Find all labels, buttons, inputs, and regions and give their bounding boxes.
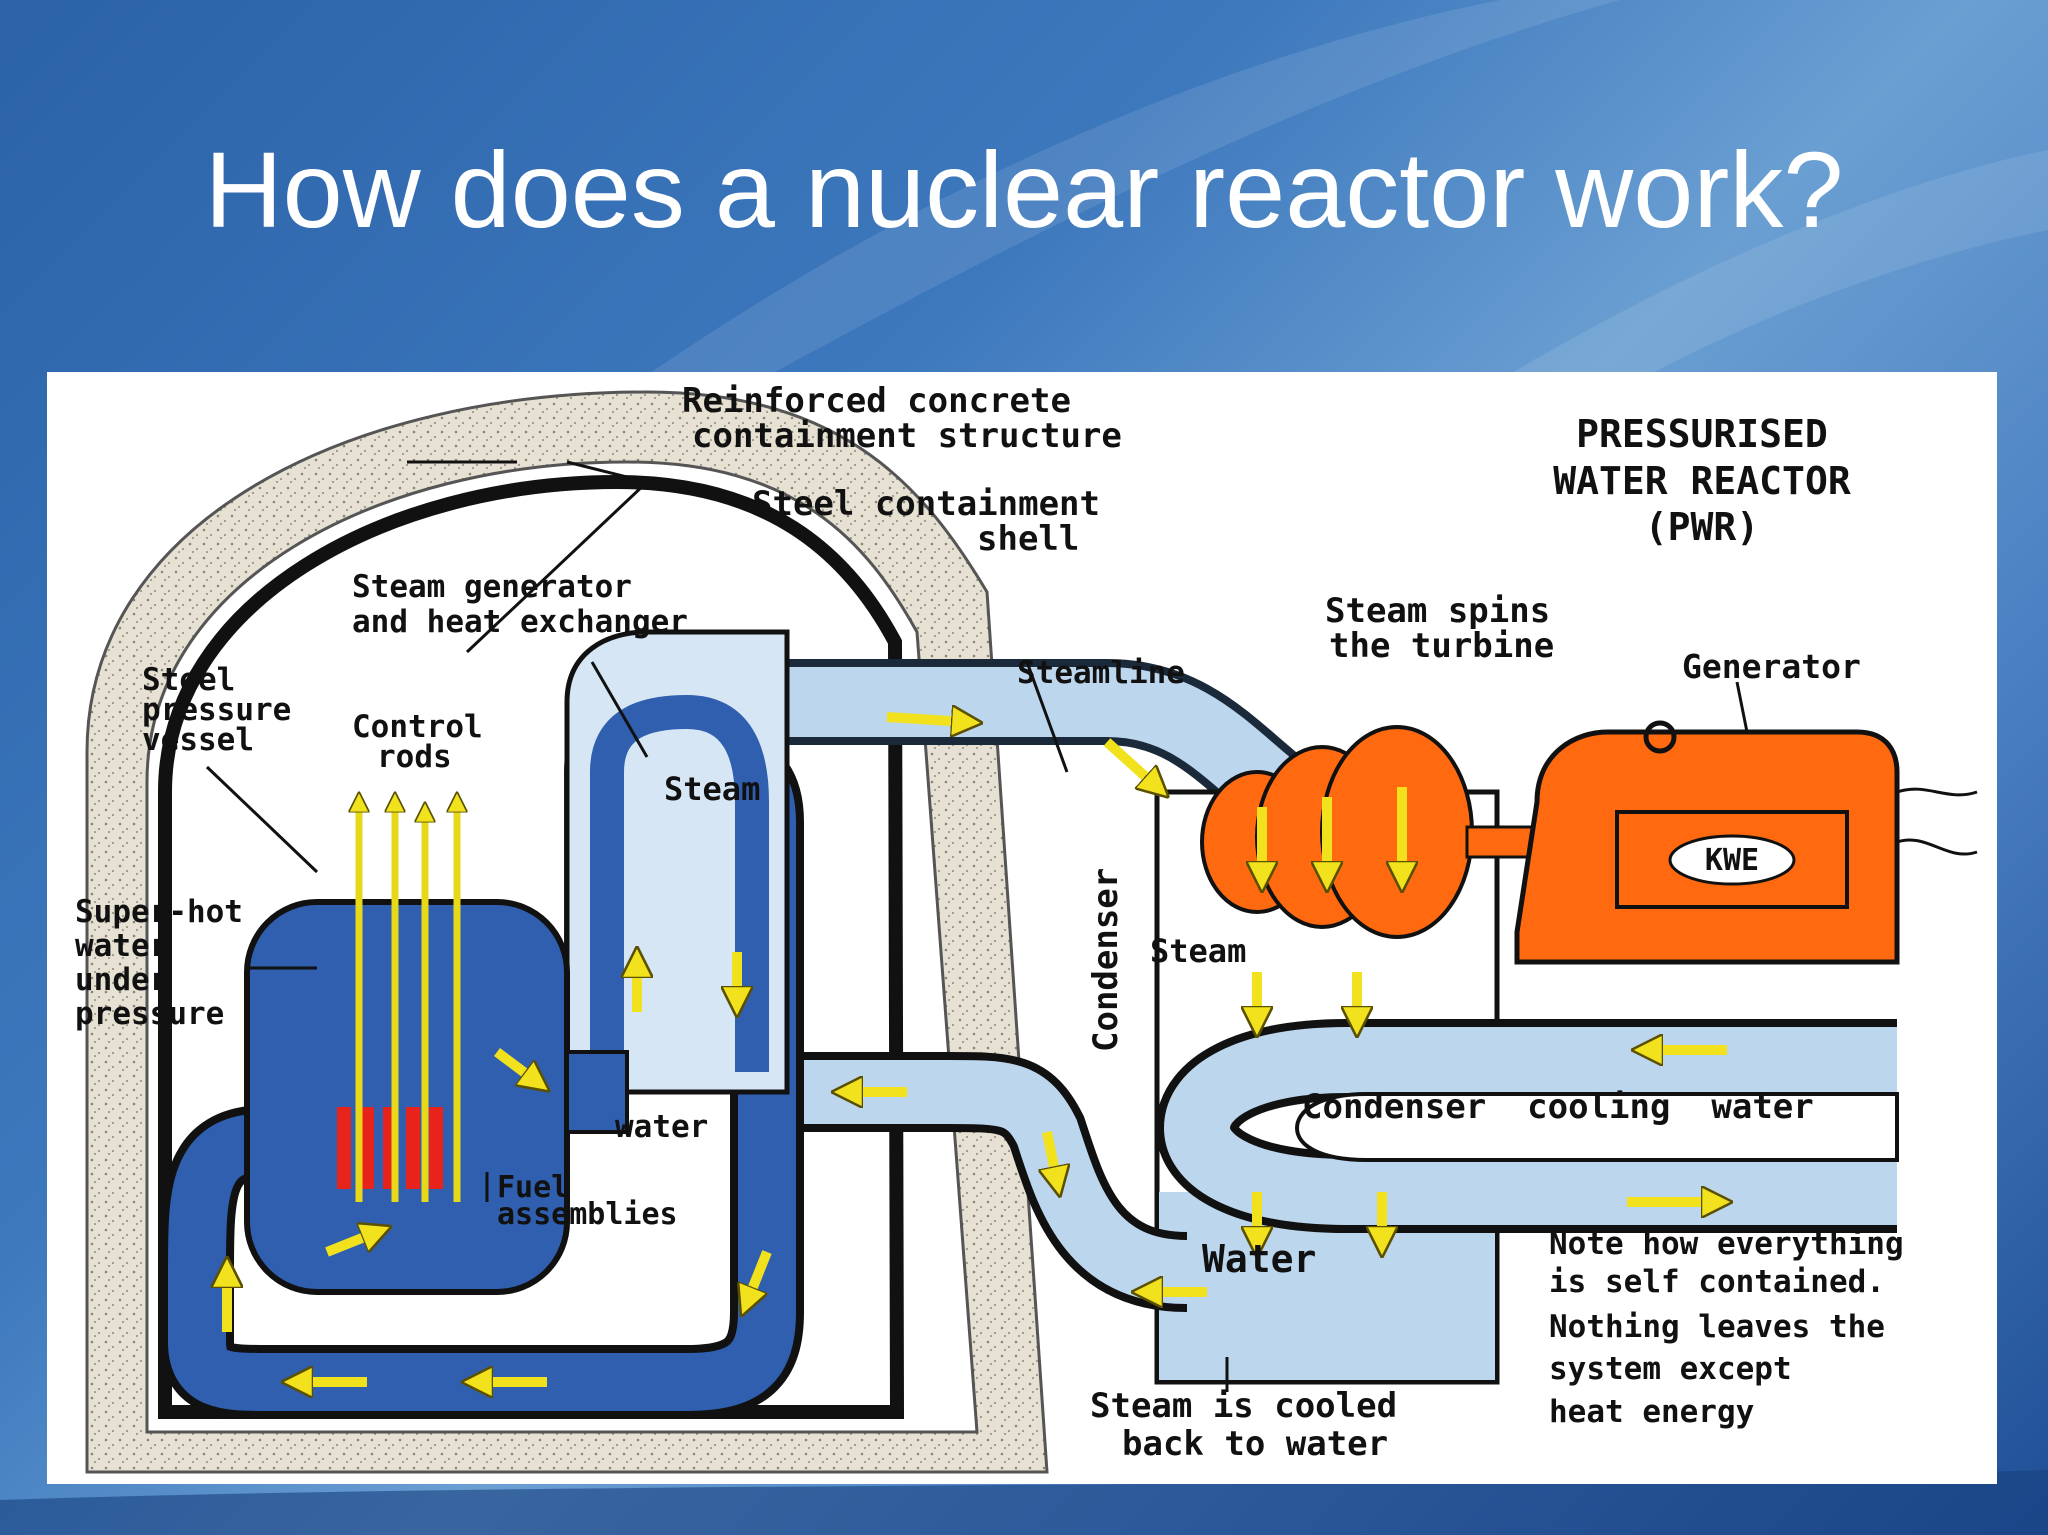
flow-arrows: [227, 717, 1727, 1382]
control-rods: [359, 802, 457, 1202]
fuel-assemblies: [337, 1107, 443, 1189]
label-water-loop: water: [615, 1109, 708, 1145]
slide-title: How does a nuclear reactor work?: [204, 129, 1844, 250]
note-line-1: Note how everything: [1549, 1226, 1904, 1262]
pwr-heading-line-3: (PWR): [1645, 505, 1759, 549]
steel-containment-shell: [158, 474, 905, 1419]
kwe-label: KWE: [1705, 843, 1759, 878]
label-fuel-assemblies-2: assemblies: [497, 1197, 678, 1232]
label-steam-spins-2: the turbine: [1329, 626, 1554, 666]
kwe-badge: [1668, 834, 1796, 886]
label-super-hot-3: under: [75, 962, 168, 998]
label-steamline: Steamline: [1017, 655, 1185, 691]
label-steam-top: Steam: [664, 770, 760, 808]
pwr-heading-line-1: PRESSURISED: [1576, 412, 1828, 456]
note-line-2: is self contained.: [1549, 1264, 1885, 1300]
label-steam-generator-1: Steam generator: [352, 569, 632, 605]
label-fuel-assemblies-1: Fuel: [497, 1170, 569, 1205]
label-steel-shell-2: shell: [977, 519, 1079, 559]
label-containment-structure-2: containment structure: [692, 416, 1122, 456]
label-condenser-cooling-water: Condenser cooling water: [1302, 1087, 1814, 1127]
turbine: [1200, 725, 1549, 939]
label-control-rods-1: Control: [352, 709, 483, 745]
label-steam-condenser: Steam: [1150, 932, 1246, 970]
cooling-water-tube: [1155, 1019, 1899, 1233]
note-line-3: Nothing leaves the: [1549, 1309, 1885, 1345]
label-super-hot-1: Super-hot: [75, 894, 243, 930]
label-super-hot-2: water: [75, 928, 168, 964]
note-line-4: system except: [1549, 1351, 1792, 1387]
leader-lines: [205, 460, 1749, 1392]
label-control-rods-2: rods: [377, 739, 452, 775]
label-steam-cooled-1: Steam is cooled: [1090, 1386, 1397, 1426]
label-containment-structure-1: Reinforced concrete: [682, 381, 1071, 421]
label-steam-cooled-2: back to water: [1122, 1424, 1388, 1464]
pwr-diagram: KWE: [47, 372, 1997, 1484]
label-pressure-vessel-1: Steel: [142, 662, 235, 698]
label-steel-shell-1: Steel containment: [752, 484, 1100, 524]
note-line-5: heat energy: [1549, 1394, 1754, 1430]
label-pressure-vessel-2: pressure: [142, 692, 291, 728]
label-steam-generator-2: and heat exchanger: [352, 604, 688, 640]
label-super-hot-4: pressure: [75, 996, 224, 1032]
label-generator: Generator: [1682, 647, 1861, 686]
label-condenser: Condenser: [1086, 868, 1126, 1052]
pwr-heading-line-2: WATER REACTOR: [1553, 459, 1851, 503]
label-steam-spins-1: Steam spins: [1325, 591, 1550, 631]
label-water-basin: Water: [1202, 1237, 1316, 1281]
label-pressure-vessel-3: vessel: [142, 722, 254, 758]
